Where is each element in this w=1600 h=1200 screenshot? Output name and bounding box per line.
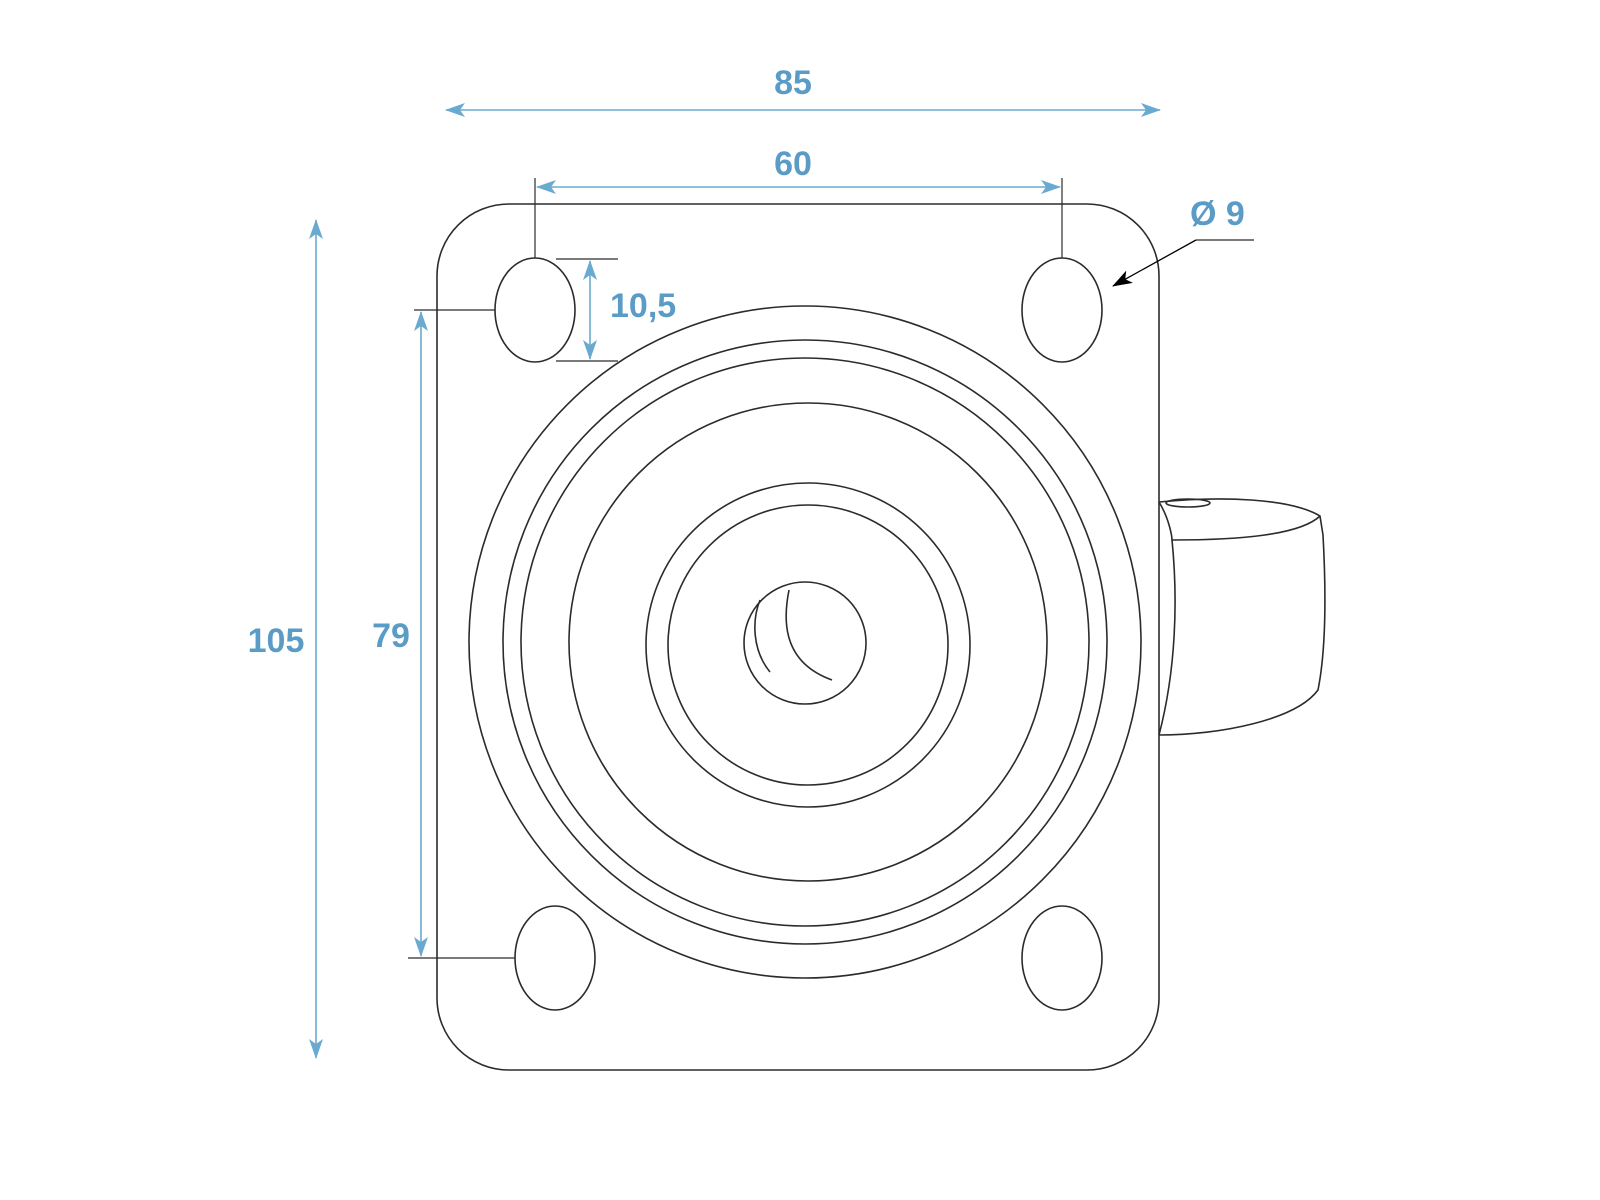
dimension-overall-width: 85 [445, 64, 1161, 117]
mounting-hole-bottom-left [514, 905, 596, 1011]
dimension-hole-spacing-x: 60 [534, 145, 1063, 258]
dimension-label-85: 85 [774, 64, 812, 102]
mounting-plate [436, 203, 1160, 1071]
mounting-hole-bottom-right [1021, 905, 1103, 1011]
ring-4 [568, 402, 1048, 882]
dimension-hole-diameter: Ø 9 [1112, 195, 1254, 287]
center-bolt-detail [785, 589, 833, 681]
dimension-hole-spacing-y: 79 [372, 309, 515, 959]
dimension-label-60: 60 [774, 145, 812, 183]
dimension-label-10-5: 10,5 [610, 287, 676, 325]
dimension-label-105: 105 [248, 622, 305, 660]
ring-3 [520, 357, 1090, 927]
mounting-hole-top-left [494, 257, 576, 363]
hub-outer [645, 482, 971, 808]
mounting-hole-top-right [1021, 257, 1103, 363]
dimension-label-79: 79 [372, 617, 410, 655]
outer-ring [468, 305, 1142, 979]
hub-inner [667, 504, 949, 786]
wheel-side [1158, 498, 1326, 736]
dimension-overall-height: 105 [248, 219, 323, 1059]
dimension-label-diameter-9: Ø 9 [1190, 195, 1245, 233]
swivel-head [468, 305, 1142, 979]
dimension-hole-length: 10,5 [556, 258, 676, 362]
center-bolt [743, 581, 867, 705]
ring-2 [502, 339, 1108, 945]
